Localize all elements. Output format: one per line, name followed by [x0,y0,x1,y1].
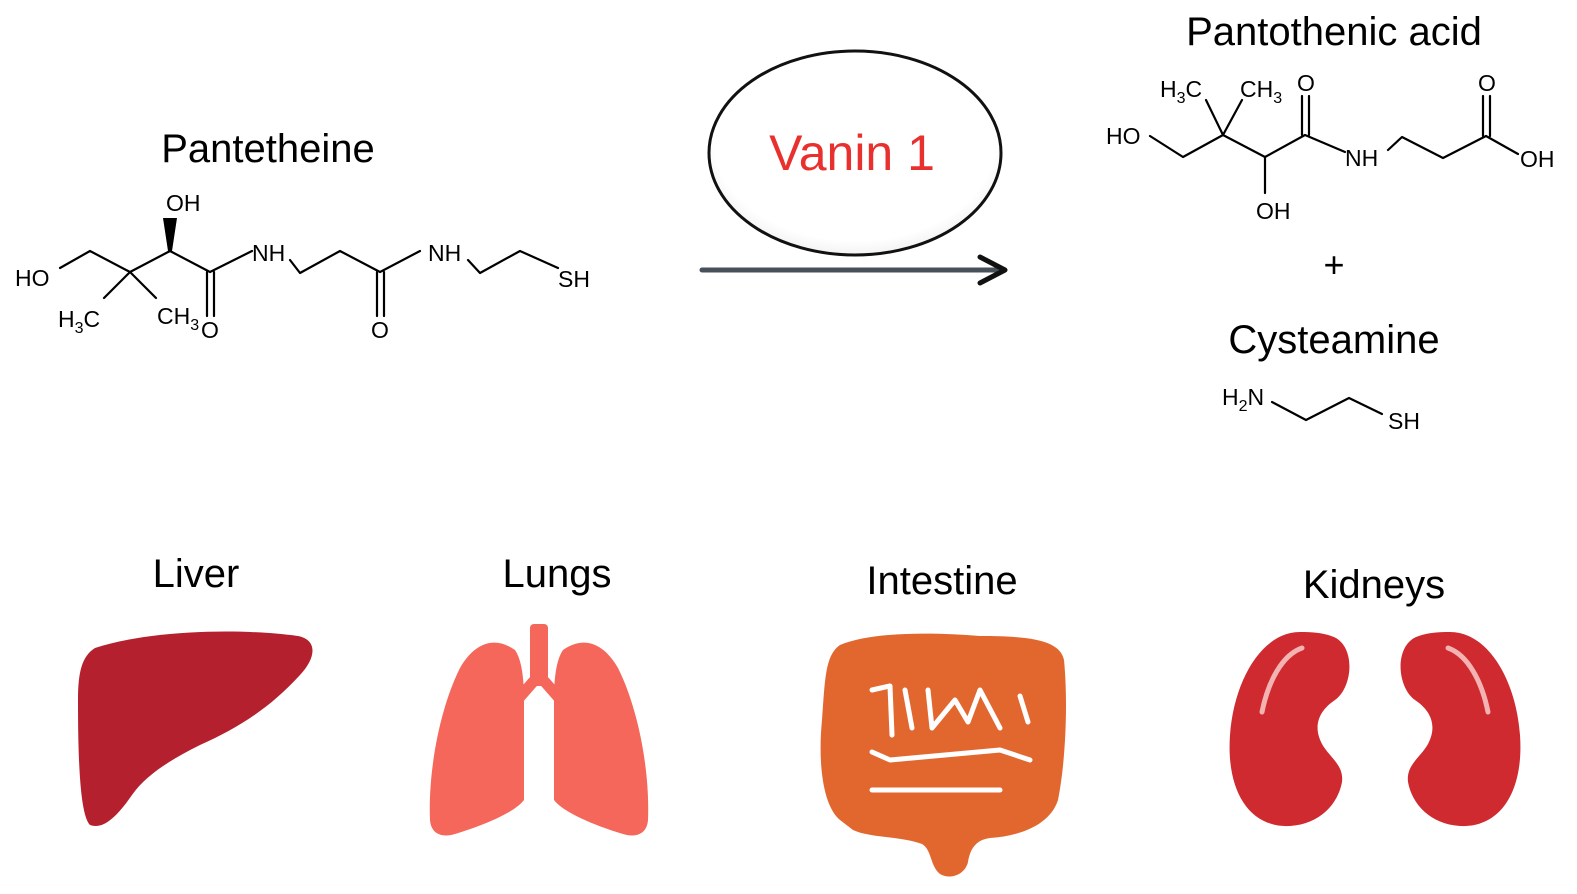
pantothenic-acid-structure: Pantothenic acid H3C CH3 O O HO NH OH OH [1106,10,1555,224]
atom-p1-nh: NH [1345,145,1378,171]
atom-sh: SH [558,266,590,292]
reaction-arrow [699,254,1008,286]
atom-nh-2: NH [428,240,461,266]
atom-p1-oh-right: OH [1520,146,1555,172]
intestine-icon [820,633,1066,877]
kidneys-icon [1229,632,1521,827]
stereo-wedge [163,218,177,251]
atom-p1-o-amide: O [1297,70,1315,96]
enzyme-ellipse [707,49,1003,257]
organ-label-lungs: Lungs [503,552,612,596]
organ-label-kidneys: Kidneys [1303,563,1445,607]
atom-nh-1: NH [252,240,285,266]
atom-p2-h2n: H2N [1222,384,1264,415]
atom-ho-left: HO [15,265,50,291]
cysteamine-structure: Cysteamine H2N SH [1222,318,1440,434]
pantetheine-structure: Pantetheine OH HO H3C CH3 O NH O NH SH [15,127,590,343]
enzyme-badge: Vanin 1 [707,49,1003,257]
atom-p1-o-acid: O [1478,70,1496,96]
pantothenic-acid-title: Pantothenic acid [1186,10,1482,54]
liver-icon [78,631,313,826]
atom-p1-h3c: H3C [1160,76,1202,107]
organ-label-intestine: Intestine [866,559,1017,603]
organ-label-liver: Liver [153,552,240,596]
atom-o-1: O [201,317,219,343]
cysteamine-title: Cysteamine [1228,318,1439,362]
atom-p1-oh-bottom: OH [1256,198,1291,224]
atom-o-2: O [371,317,389,343]
atom-p2-sh: SH [1388,408,1420,434]
atom-h3c: H3C [58,306,100,337]
lungs-icon [429,624,649,836]
pantetheine-title: Pantetheine [161,127,375,171]
enzyme-label: Vanin 1 [769,125,935,181]
atom-p1-ho: HO [1106,123,1141,149]
atom-oh-top: OH [166,190,201,216]
plus-sign: + [1323,244,1344,285]
atom-ch3: CH3 [157,303,199,334]
atom-p1-ch3: CH3 [1240,76,1282,107]
